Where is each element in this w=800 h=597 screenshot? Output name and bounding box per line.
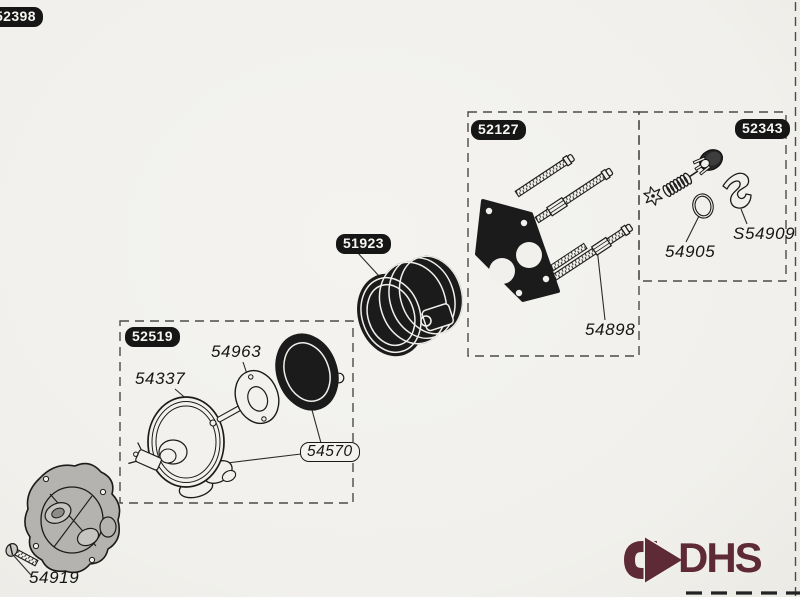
pump-kit-52519	[128, 333, 345, 499]
screw-collar	[545, 196, 569, 217]
dashed-box-52343	[638, 111, 787, 282]
label-54963: 54963	[211, 342, 262, 361]
badge-51923: 51923	[336, 234, 391, 254]
gasket-54963	[234, 369, 280, 425]
dhs-logo-text: DHS	[678, 534, 763, 581]
o-ring-54905	[692, 193, 714, 219]
label-54570: 54570	[300, 442, 360, 462]
pump-housing	[24, 462, 121, 574]
leader-lines	[13, 208, 748, 576]
screw-2	[534, 167, 614, 224]
label-s54909: S54909	[733, 224, 796, 243]
cover-clevis	[128, 442, 162, 471]
label-54905: 54905	[665, 242, 716, 261]
screw-54919	[5, 543, 39, 567]
badge-52398: 52398	[0, 7, 43, 27]
badge-52343: 52343	[735, 119, 790, 139]
retainer-clip-s54909	[722, 172, 752, 209]
badge-52519: 52519	[125, 327, 180, 347]
dhs-logo-arrow-icon	[623, 536, 684, 584]
screw-3	[543, 223, 634, 287]
screw-1	[514, 154, 575, 198]
label-54898: 54898	[585, 320, 636, 339]
valve-cap	[692, 149, 723, 176]
label-54919: 54919	[29, 568, 80, 587]
dashed-boxes	[119, 2, 797, 597]
screw-set-52127	[475, 154, 634, 302]
spring	[662, 172, 693, 197]
valve-assembly-52343	[643, 149, 752, 219]
dashed-box-52519	[119, 320, 354, 504]
mounting-plate-52127	[475, 199, 560, 302]
pump-cover	[128, 396, 225, 488]
pulley-51923	[357, 255, 464, 357]
label-54337: 54337	[135, 369, 186, 388]
badge-52127: 52127	[471, 120, 526, 140]
screw-collar	[590, 236, 613, 256]
diaphragm-54570	[275, 333, 345, 411]
